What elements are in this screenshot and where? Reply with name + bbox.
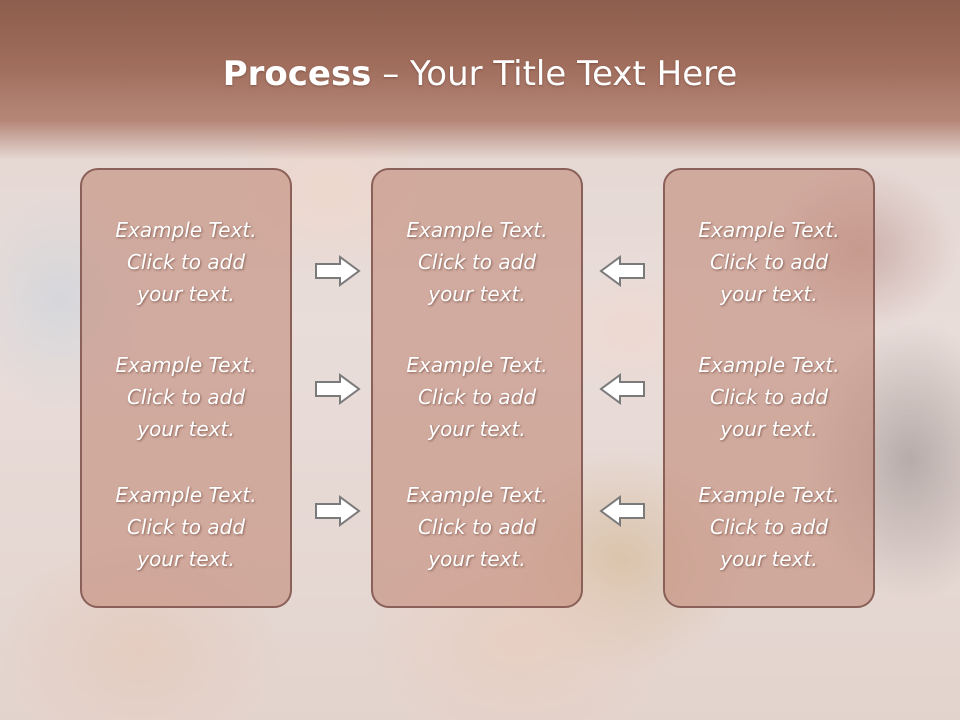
placeholder-text[interactable]: Example Text. Click to add your text. bbox=[406, 218, 548, 306]
placeholder-text[interactable]: Example Text. Click to add your text. bbox=[698, 483, 840, 571]
placeholder-text[interactable]: Example Text. Click to add your text. bbox=[115, 483, 257, 571]
left-arrow-icon bbox=[598, 254, 646, 288]
slide-title[interactable]: Process – Your Title Text Here bbox=[0, 52, 960, 96]
title-rest: – Your Title Text Here bbox=[371, 54, 738, 94]
process-box-center[interactable]: Example Text. Click to add your text. Ex… bbox=[371, 168, 583, 608]
placeholder-text[interactable]: Example Text. Click to add your text. bbox=[406, 353, 548, 441]
placeholder-text[interactable]: Example Text. Click to add your text. bbox=[115, 218, 257, 306]
placeholder-text[interactable]: Example Text. Click to add your text. bbox=[406, 483, 548, 571]
title-bar: Process – Your Title Text Here bbox=[0, 0, 960, 160]
placeholder-text[interactable]: Example Text. Click to add your text. bbox=[698, 218, 840, 306]
right-arrow-icon bbox=[314, 372, 362, 406]
process-box-right[interactable]: Example Text. Click to add your text. Ex… bbox=[663, 168, 875, 608]
right-arrow-icon bbox=[314, 494, 362, 528]
left-arrow-icon bbox=[598, 372, 646, 406]
placeholder-text[interactable]: Example Text. Click to add your text. bbox=[115, 353, 257, 441]
placeholder-text[interactable]: Example Text. Click to add your text. bbox=[698, 353, 840, 441]
title-bold: Process bbox=[222, 54, 372, 94]
process-box-left[interactable]: Example Text. Click to add your text. Ex… bbox=[80, 168, 292, 608]
left-arrow-icon bbox=[598, 494, 646, 528]
right-arrow-icon bbox=[314, 254, 362, 288]
